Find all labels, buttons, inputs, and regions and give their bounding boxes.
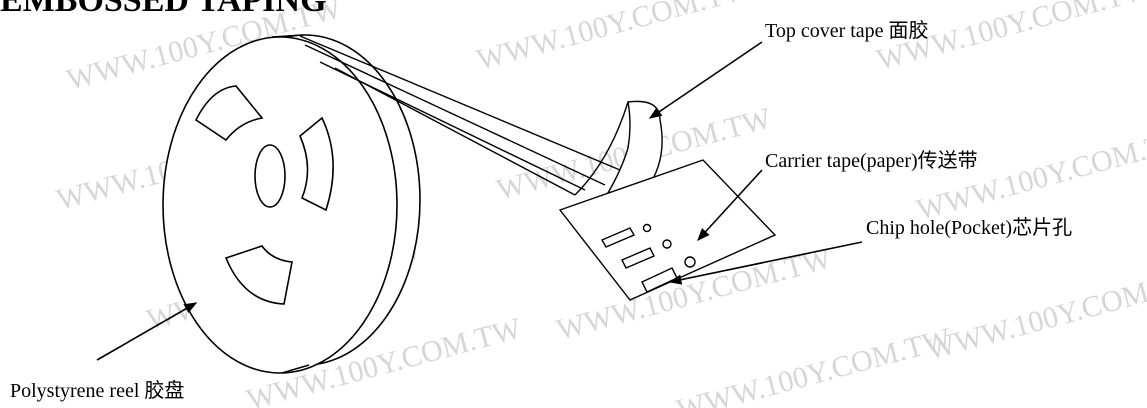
label-polystyrene-reel: Polystyrene reel 胶盘 — [10, 380, 185, 402]
label-top-cover-tape: Top cover tape 面胶 — [765, 20, 929, 42]
label-carrier-tape: Carrier tape(paper)传送带 — [765, 150, 978, 172]
watermark-text: WWW.100Y.COM.TW — [673, 322, 955, 408]
sprocket-hole — [662, 239, 672, 249]
watermark-text: WWW.100Y.COM.TW — [473, 0, 755, 77]
reel-window-bottom — [224, 245, 293, 305]
tape-line-1 — [299, 35, 621, 171]
reel-edge-top — [271, 34, 304, 38]
reel-front-face — [162, 36, 398, 374]
leader-chip-hole — [668, 241, 863, 285]
label-chip-hole: Chip hole(Pocket)芯片孔 — [866, 217, 1073, 239]
leader-top-cover — [648, 41, 763, 119]
carrier-tape — [558, 159, 777, 301]
reel-window-right — [299, 116, 334, 212]
tape-line-2 — [304, 44, 606, 186]
pocket-2 — [621, 247, 655, 269]
cover-tape-edge — [574, 101, 629, 196]
sprocket-hole — [642, 223, 652, 233]
reel-edge-bottom — [281, 364, 310, 374]
header-text: EMBOSSED TAPING — [0, 0, 327, 19]
leader-reel — [96, 302, 198, 361]
tape-line-4 — [334, 67, 576, 196]
pocket-1 — [601, 227, 635, 248]
leader-carrier — [697, 169, 763, 241]
leader-lines — [96, 41, 863, 361]
reel-hub — [254, 144, 286, 208]
watermark-text: WWW.100Y.COM.TW — [923, 262, 1147, 367]
reel — [162, 34, 421, 374]
tape-strips — [299, 35, 777, 301]
reel-window-top — [194, 85, 264, 142]
sprocket-hole — [684, 256, 696, 268]
